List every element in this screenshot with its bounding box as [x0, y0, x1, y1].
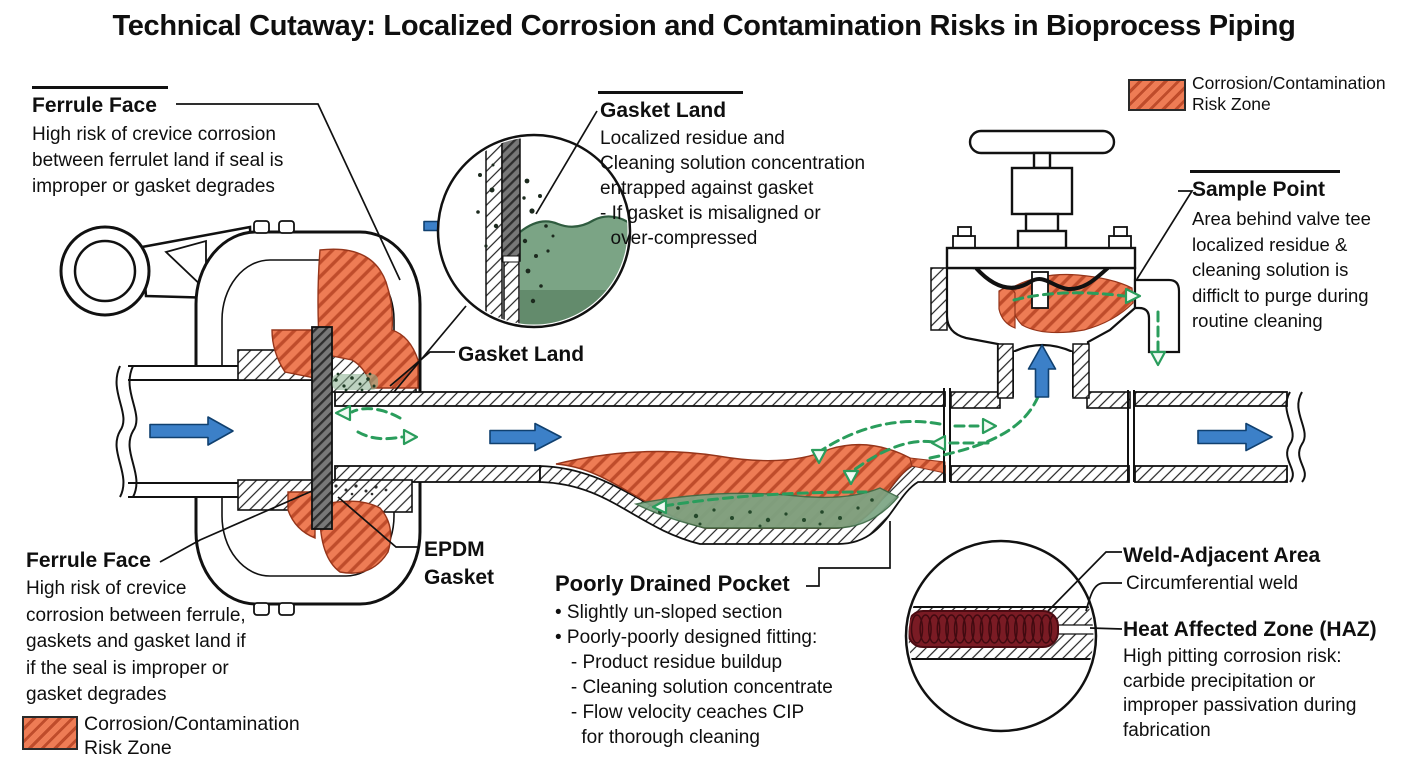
weld-inset	[904, 539, 1098, 733]
label-ferrule-face-top: Ferrule Face	[32, 94, 157, 117]
cip-arrowheads	[334, 287, 1167, 515]
gasket-land-residue	[332, 374, 378, 390]
leader-epdm-gasket	[337, 496, 418, 548]
leader-circumferential-weld	[1085, 582, 1122, 612]
legend-top-label: Corrosion/Contamination Risk Zone	[1192, 73, 1386, 114]
leader-weld-adjacent	[1047, 551, 1122, 612]
text-poorly-drained-pocket: • Slightly un-sloped section • Poorly-po…	[555, 602, 833, 748]
label-poorly-drained-pocket: Poorly Drained Pocket	[555, 571, 790, 596]
pipe-break-lines	[115, 365, 138, 498]
flow-arrow-up-icon	[1027, 344, 1057, 398]
label-weld-adjacent-area: Weld-Adjacent Area	[1123, 544, 1321, 567]
flow-arrow-icon	[149, 416, 234, 446]
page-title: Technical Cutaway: Localized Corrosion a…	[112, 10, 1296, 42]
leader-lines	[159, 103, 1194, 630]
pocket-corrosion-zone	[555, 443, 946, 529]
inset-gasket	[501, 137, 521, 262]
label-epdm-gasket: EPDM Gasket	[424, 538, 495, 589]
flange-bolts	[952, 226, 1132, 250]
gasket-residue-speckles	[334, 484, 388, 496]
leader-inset-source	[393, 305, 467, 393]
text-ferrule-face-bottom: High risk of crevice corrosion between f…	[26, 578, 246, 705]
weld-ripples	[910, 614, 1058, 644]
tee-fitting	[943, 388, 1135, 482]
inset-speckles	[476, 163, 555, 304]
gasket-residue-speckles	[334, 372, 376, 392]
overline-rule	[1190, 170, 1340, 173]
flow-arrow-icon	[489, 422, 562, 452]
leader-gasket-land-mid	[389, 351, 455, 387]
pipe-break-lines	[1285, 391, 1306, 483]
leader-ferrule-face-top	[176, 103, 401, 281]
leader-ferrule-face-bottom	[159, 490, 313, 563]
leader-gasket-land-top	[535, 110, 598, 215]
diaphragm-membrane-line	[974, 266, 1110, 292]
label-gasket-land-mid: Gasket Land	[458, 343, 585, 366]
leader-haz	[1089, 627, 1123, 630]
label-circumferential-weld: Circumferential weld	[1126, 573, 1299, 594]
overline-rule	[598, 91, 743, 94]
residue-pool	[633, 487, 900, 529]
residue-speckles	[658, 498, 874, 528]
corrosion-hatch-swatch	[22, 716, 78, 750]
clamp-corrosion-zones	[271, 248, 419, 574]
bonnet	[1010, 166, 1074, 216]
leader-pocket	[806, 521, 891, 587]
ferrule-joint-lines	[943, 388, 1135, 482]
leader-sample-point	[1136, 190, 1194, 280]
overline-rule	[32, 86, 168, 89]
label-ferrule-face-bottom: Ferrule Face	[26, 549, 151, 572]
cip-recirculation-arrows	[350, 291, 1160, 508]
handwheel	[968, 129, 1116, 155]
diaphragm-valve	[930, 129, 1181, 406]
label-gasket-land-top: Gasket Land	[600, 99, 727, 122]
gasket-land-inset	[436, 133, 632, 329]
corrosion-hatch-swatch	[1128, 79, 1186, 111]
text-haz: High pitting corrosion risk: carbide pre…	[1123, 646, 1357, 741]
epdm-gasket-strip	[311, 326, 333, 530]
label-haz: Heat Affected Zone (HAZ)	[1123, 618, 1377, 641]
flow-arrow-icon	[1197, 422, 1273, 452]
legend-bottom-label: Corrosion/Contamination Risk Zone	[84, 713, 300, 759]
text-gasket-land-top: Localized residue and Cleaning solution …	[600, 128, 866, 249]
clamp-lugs	[253, 220, 295, 616]
label-sample-point: Sample Point	[1192, 178, 1326, 201]
text-sample-point: Area behind valve tee localized residue …	[1192, 208, 1371, 331]
text-ferrule-face-top: High risk of crevice corrosion between f…	[32, 124, 284, 197]
valve-actuator	[968, 129, 1116, 250]
